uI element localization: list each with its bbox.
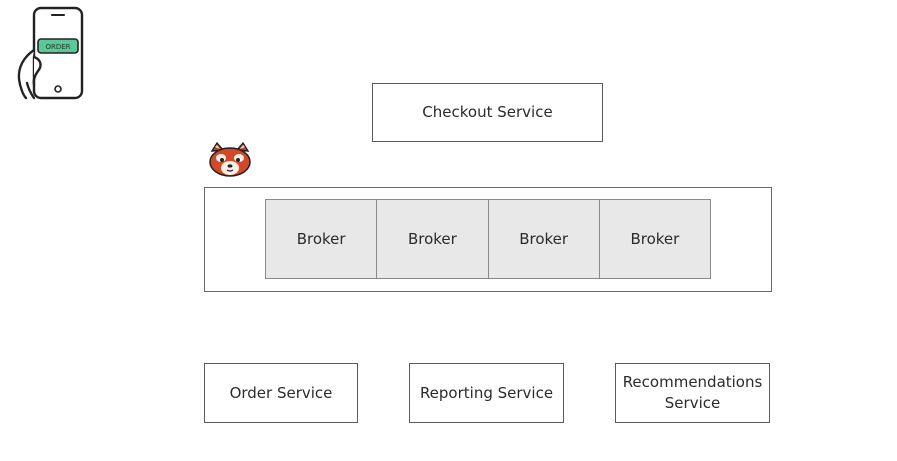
reporting-service-label: Reporting Service — [419, 383, 554, 402]
recommendations-service-box: Recommendations Service — [615, 363, 770, 423]
red-panda-icon — [209, 141, 251, 177]
recommendations-service-label: Recommendations Service — [623, 372, 763, 414]
broker-label: Broker — [630, 230, 680, 248]
checkout-service-box: Checkout Service — [372, 83, 603, 142]
order-service-box: Order Service — [204, 363, 358, 423]
order-service-label: Order Service — [229, 383, 333, 402]
broker-box: Broker — [599, 199, 711, 279]
broker-label: Broker — [519, 230, 569, 248]
reporting-service-box: Reporting Service — [409, 363, 564, 423]
broker-row: Broker Broker Broker Broker — [265, 199, 711, 279]
checkout-service-label: Checkout Service — [422, 103, 553, 121]
broker-box: Broker — [377, 199, 489, 279]
recommendations-label-line1: Recommendations — [622, 373, 763, 391]
phone-in-hand-icon: ORDER — [17, 6, 84, 100]
broker-box: Broker — [265, 199, 378, 279]
broker-label: Broker — [296, 230, 346, 248]
phone-screen-label: ORDER — [45, 43, 70, 51]
recommendations-label-line2: Service — [664, 394, 721, 412]
broker-box: Broker — [488, 199, 600, 279]
broker-label: Broker — [407, 230, 457, 248]
